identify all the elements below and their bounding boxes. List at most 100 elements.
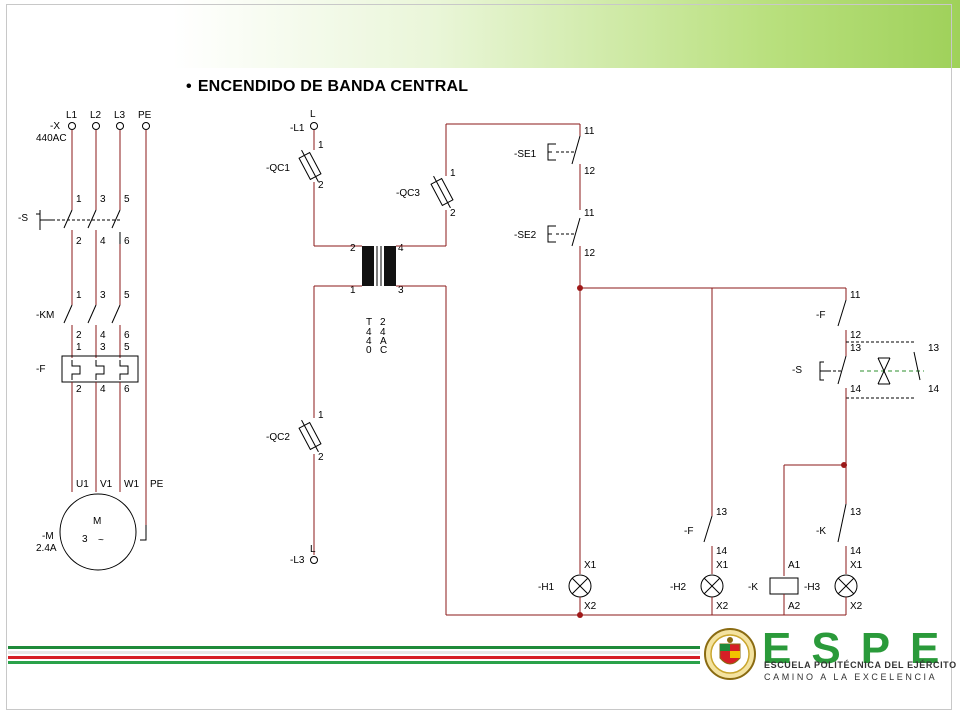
h2-lamp-x2: [703, 577, 721, 595]
qc1-fuse: [298, 149, 322, 183]
phase-label-l1: L1: [66, 110, 78, 121]
terminal-l2: [92, 122, 100, 130]
se2-tag: -SE2: [514, 230, 537, 241]
motor-term-pe: PE: [150, 479, 164, 490]
se2-button: [547, 225, 556, 243]
qc1-pin-2: 2: [318, 180, 324, 191]
qc3-pin-1: 1: [450, 168, 456, 179]
switch-actuator: [36, 210, 52, 230]
qc3-tag: -QC3: [396, 188, 420, 199]
h3-x1: X1: [850, 560, 863, 571]
k-contact-no: [837, 503, 847, 543]
f-contact-14: 14: [716, 546, 728, 557]
f-contact-13: 13: [716, 507, 728, 518]
overload-tag: -F: [36, 364, 45, 375]
t-pin-1: 1: [350, 285, 356, 296]
t-label-3: 4: [366, 336, 372, 347]
f-contact-no: [703, 515, 713, 543]
t-label-2: 4: [366, 327, 372, 338]
terminal-l1: [68, 122, 76, 130]
coil-tag: -K: [748, 582, 758, 593]
qc3-pin-2: 2: [450, 208, 456, 219]
l1-tag: -L1: [290, 123, 305, 134]
h2-x2: X2: [716, 601, 729, 612]
coil-a1: A1: [788, 560, 801, 571]
se1-tag: -SE1: [514, 149, 537, 160]
switch-tag: -S: [18, 213, 28, 224]
km-term-4: 4: [100, 330, 106, 341]
f-nc-contact: [837, 299, 847, 327]
espe-logo: ESPE ESCUELA POLITÉCNICA DEL EJÉRCITO CA…: [698, 622, 956, 712]
qc1-tag: -QC1: [266, 163, 290, 174]
h3-x2: X2: [850, 601, 863, 612]
km-term-5: 5: [124, 290, 130, 301]
supply-tag: -X: [50, 121, 60, 132]
s-term-3: 3: [100, 194, 106, 205]
header-gradient-band: [0, 0, 960, 68]
control-circuit: L -L1 1 -QC1 2 2 4 1 3 T 4 4: [266, 109, 940, 618]
f-nc-tag: -F: [816, 310, 825, 321]
h1-x1: X1: [584, 560, 597, 571]
transformer-core-left: [362, 246, 374, 286]
km-contact-3: [111, 304, 121, 324]
motor-pe-link: [140, 525, 147, 541]
motor-term-v1: V1: [100, 479, 113, 490]
f-contact-tag: -F: [684, 526, 693, 537]
terminal-l3: [116, 122, 124, 130]
f-nc-11: 11: [850, 290, 861, 301]
switch-blade-3: [111, 209, 121, 229]
k-contact-tag: -K: [816, 526, 826, 537]
supply-voltage: 440AC: [36, 133, 67, 144]
h2-x1: X1: [716, 560, 729, 571]
s-parallel-13: 13: [928, 343, 940, 354]
f-term-5: 5: [124, 342, 130, 353]
coil-a2: A2: [788, 601, 801, 612]
se1-contact-12: 12: [584, 166, 596, 177]
se1-button: [547, 143, 556, 161]
qc2-pin-1: 1: [318, 410, 324, 421]
s-parallel-contact: [913, 351, 921, 381]
bullet: •: [186, 78, 192, 95]
switch-blade-2: [87, 209, 97, 229]
t-pin-2: 2: [350, 243, 356, 254]
f-term-2: 2: [76, 384, 82, 395]
h1-lamp-x2: [571, 577, 589, 595]
junction-2: [577, 612, 583, 618]
t-label-4: 0: [366, 345, 372, 356]
qc2-fuse: [298, 419, 322, 453]
s-cross-symbol: [877, 357, 891, 385]
l3-tag: -L3: [290, 555, 305, 566]
contactor-tag: -KM: [36, 310, 54, 321]
motor-letter: M: [93, 516, 101, 527]
t-label-6: 4: [380, 327, 386, 338]
t-label-5: 2: [380, 317, 386, 328]
se1-contact-11: 11: [584, 126, 595, 137]
k-contact-14: 14: [850, 546, 862, 557]
t-pin-4: 4: [398, 243, 404, 254]
overload-heater-1: [71, 360, 81, 380]
k-contact-13: 13: [850, 507, 862, 518]
motor-tag: -M: [42, 531, 54, 542]
espe-wordmark: ESPE: [762, 624, 960, 673]
s-term-5: 5: [124, 194, 130, 205]
motor-current: 2.4A: [36, 543, 57, 554]
transformer-core-right: [384, 246, 396, 286]
l3-terminal-letter: L: [310, 544, 316, 555]
t-pin-3: 3: [398, 285, 404, 296]
overload-body: [61, 355, 139, 383]
overload-heater-3: [119, 360, 129, 380]
overload-heater-2: [95, 360, 105, 380]
switch-blade-1: [63, 209, 73, 229]
motor-phase: 3: [82, 534, 88, 545]
motor-symbol: [59, 493, 137, 571]
h3-lamp-x2: [837, 577, 855, 595]
s-contact-13: 13: [850, 343, 862, 354]
s-contact-14: 14: [850, 384, 862, 395]
qc3-fuse: [430, 175, 454, 209]
motor-term-u1: U1: [76, 479, 89, 490]
f-term-4: 4: [100, 384, 106, 395]
s-term-4: 4: [100, 236, 106, 247]
s-contact: [837, 355, 847, 385]
